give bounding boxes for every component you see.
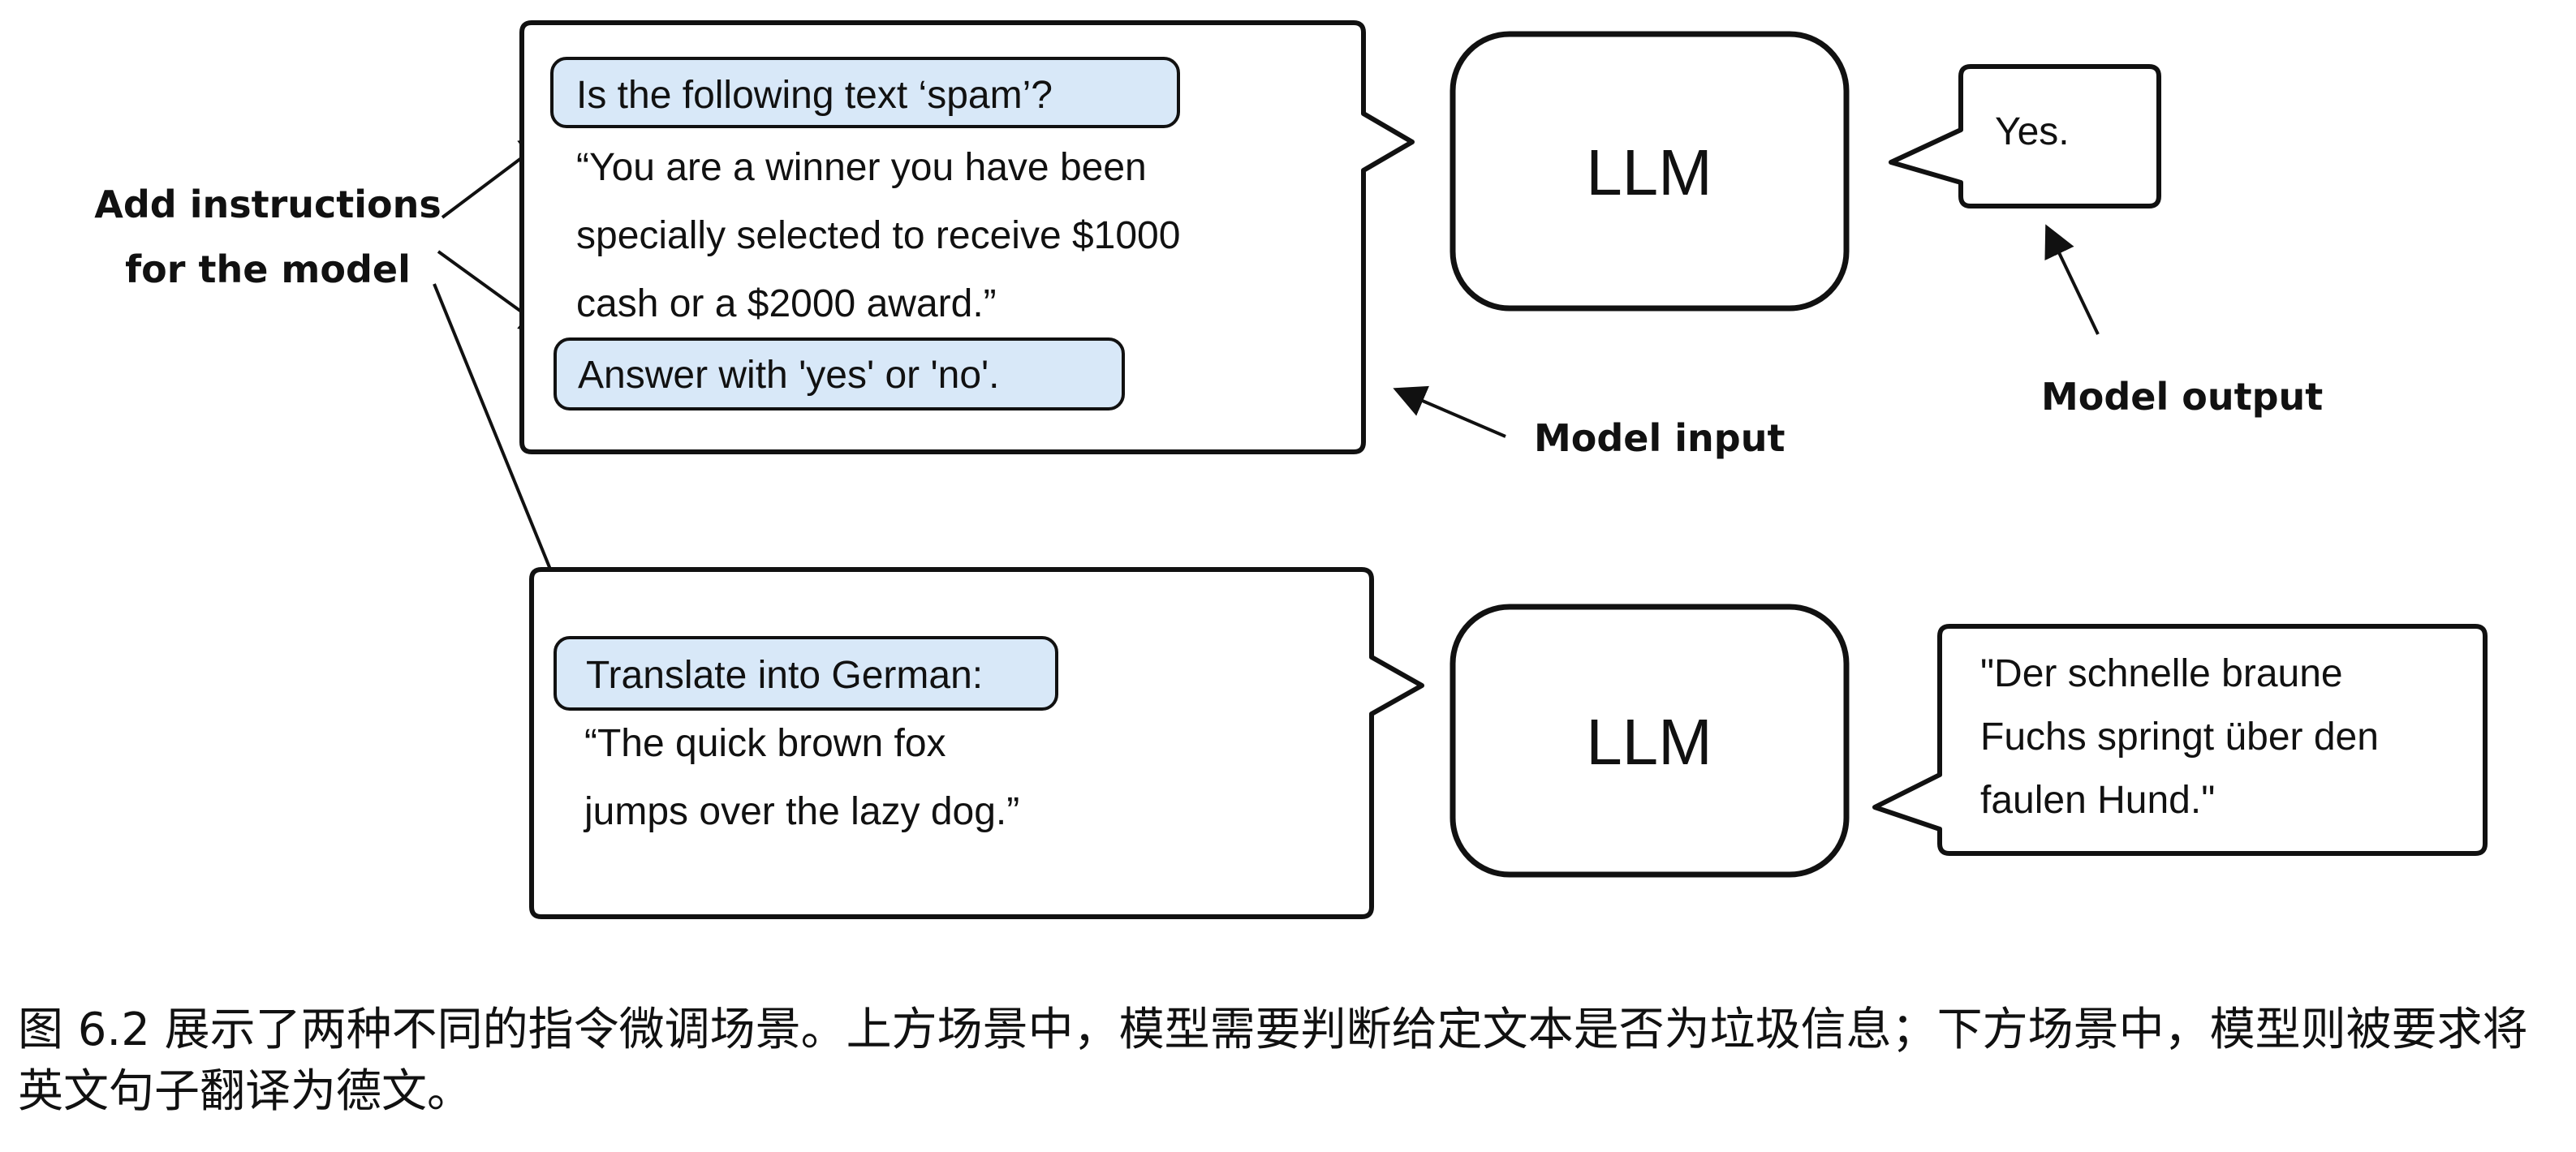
spam-instruction-highlight [550, 57, 1180, 128]
instruction-finetuning-diagram: Add instructions for the model Is the fo… [94, 20, 2488, 919]
llm-box-bottom [1450, 604, 1850, 878]
spam-instruction-text: Is the following text ‘spam’? [576, 74, 1053, 117]
arrow-model-input [1393, 385, 1506, 438]
add-instructions-label-line2: for the model [125, 247, 411, 291]
spam-text-line3: cash or a $2000 award.” [576, 282, 997, 325]
spam-text-line2: specially selected to receive $1000 [576, 214, 1180, 257]
translate-output-line3: faulen Hund." [1980, 779, 2215, 822]
translate-output-line1: "Der schnelle braune [1980, 652, 2343, 695]
spam-text-line1: “You are a winner you have been [576, 146, 1147, 189]
translate-text-line1: “The quick brown fox [584, 722, 946, 765]
llm-label-top: LLM [1586, 136, 1712, 208]
translate-output-bubble [1872, 624, 2488, 856]
figure-caption: 图 6.2 展示了两种不同的指令微调场景。上方场景中，模型需要判断给定文本是否为… [18, 1004, 2528, 1118]
arrow-model-output [2044, 224, 2100, 335]
translate-text-line2: jumps over the lazy dog.” [583, 790, 1019, 833]
translate-instruction-text: Translate into German: [586, 654, 983, 697]
llm-box-top [1450, 31, 1850, 312]
add-instructions-label-line1: Add instructions [94, 183, 442, 226]
translate-output-line2: Fuchs springt über den [1980, 716, 2379, 759]
model-output-label: Model output [2041, 375, 2323, 419]
arrow-to-translate-instruction [433, 283, 576, 626]
answer-instruction-highlight [554, 337, 1125, 411]
translate-instruction-highlight [554, 636, 1058, 711]
spam-output-bubble [1889, 64, 2161, 208]
spam-output-text: Yes. [1995, 110, 2070, 153]
model-input-label: Model input [1534, 416, 1785, 460]
llm-label-bottom: LLM [1586, 706, 1712, 778]
answer-instruction-text: Answer with 'yes' or 'no'. [578, 354, 1000, 397]
